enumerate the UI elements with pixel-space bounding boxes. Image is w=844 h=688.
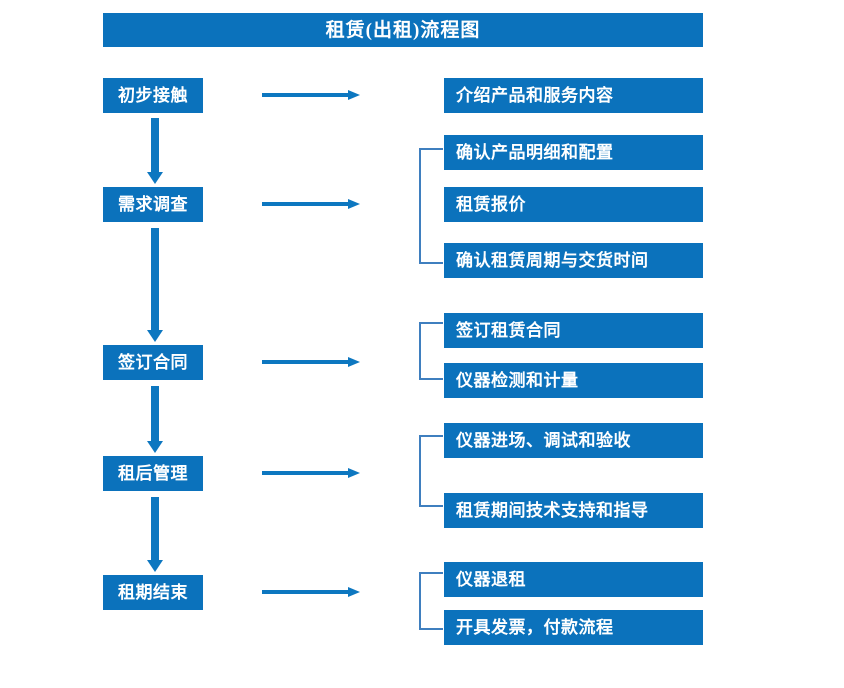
arrow-head-right-icon — [348, 357, 360, 367]
task-box-1[interactable]: 介绍产品和服务内容 — [444, 78, 703, 113]
stage-connector-arrow-2-3 — [147, 228, 163, 342]
arrow-shaft — [262, 590, 350, 594]
task-box-8[interactable]: 租赁期间技术支持和指导 — [444, 493, 703, 528]
arrow-head-down-icon — [147, 441, 163, 453]
arrow-shaft — [262, 202, 350, 206]
page-title: 租赁(出租)流程图 — [103, 13, 703, 47]
task-box-5[interactable]: 签订租赁合同 — [444, 313, 703, 348]
arrow-shaft — [151, 118, 159, 172]
task-group-bracket-5 — [419, 572, 443, 630]
task-group-bracket-3 — [419, 322, 443, 380]
task-box-3[interactable]: 租赁报价 — [444, 187, 703, 222]
stage-connector-arrow-3-4 — [147, 386, 163, 453]
task-box-7[interactable]: 仪器进场、调试和验收 — [444, 423, 703, 458]
arrow-shaft — [151, 228, 159, 330]
arrow-shaft — [262, 360, 350, 364]
arrow-head-down-icon — [147, 560, 163, 572]
arrow-head-right-icon — [348, 199, 360, 209]
stage-box-1[interactable]: 初步接触 — [103, 78, 203, 113]
stage-box-4[interactable]: 租后管理 — [103, 456, 203, 491]
task-box-10[interactable]: 开具发票，付款流程 — [444, 610, 703, 645]
stage-box-3[interactable]: 签订合同 — [103, 345, 203, 380]
task-box-2[interactable]: 确认产品明细和配置 — [444, 135, 703, 170]
arrow-shaft — [262, 471, 350, 475]
task-group-bracket-4 — [419, 435, 443, 507]
stage-box-5[interactable]: 租期结束 — [103, 575, 203, 610]
arrow-shaft — [151, 386, 159, 441]
stage-connector-arrow-1-2 — [147, 118, 163, 184]
task-box-9[interactable]: 仪器退租 — [444, 562, 703, 597]
arrow-head-right-icon — [348, 468, 360, 478]
arrow-head-right-icon — [348, 90, 360, 100]
arrow-head-down-icon — [147, 330, 163, 342]
stage-box-2[interactable]: 需求调查 — [103, 187, 203, 222]
task-group-bracket-2 — [419, 148, 443, 264]
arrow-shaft — [262, 93, 350, 97]
arrow-shaft — [151, 497, 159, 560]
arrow-head-down-icon — [147, 172, 163, 184]
task-box-4[interactable]: 确认租赁周期与交货时间 — [444, 243, 703, 278]
stage-connector-arrow-4-5 — [147, 497, 163, 572]
task-box-6[interactable]: 仪器检测和计量 — [444, 363, 703, 398]
arrow-head-right-icon — [348, 587, 360, 597]
